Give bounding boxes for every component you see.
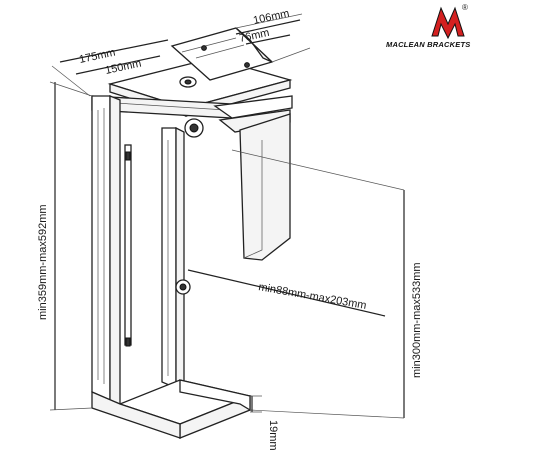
dim-label-inner-height-range: min300mm-max533mm: [411, 262, 423, 378]
brand-registered-mark: ®: [462, 3, 468, 12]
dim-label-106mm: 106mm: [252, 8, 290, 27]
slide-rail: [91, 95, 293, 138]
base-tray: [91, 379, 253, 439]
dim-label-height-range: min359mm-max592mm: [37, 204, 49, 320]
rear-bracket: [239, 113, 291, 261]
brand-name: MACLEAN BRACKETS: [386, 40, 470, 49]
right-column: [161, 126, 191, 394]
dim-label-width-range: min88mm-max203mm: [257, 281, 367, 312]
dim-label-150mm: 150mm: [104, 58, 142, 77]
dimension-lines: [49, 13, 405, 419]
left-column: [91, 95, 132, 405]
maclean-m-logo: [431, 6, 465, 40]
brand-logo: ® MACLEAN BRACKETS: [386, 3, 470, 49]
dim-label-19mm: 19mm: [267, 420, 279, 450]
